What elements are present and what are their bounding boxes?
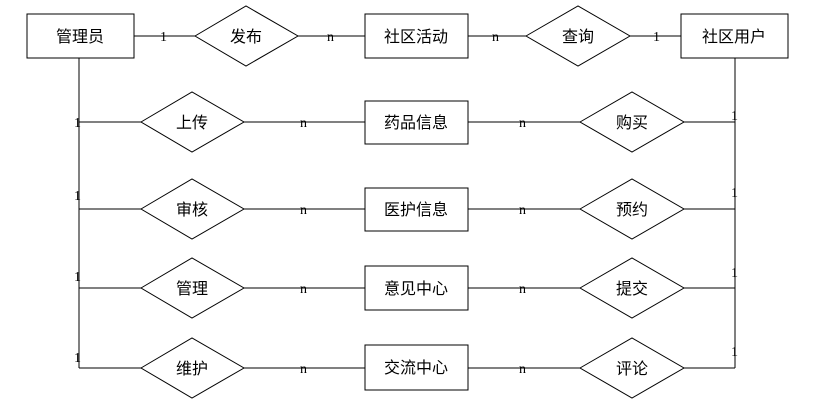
relationship-review-label: 审核 [176, 200, 208, 219]
cardinality-medical-reserve: n [519, 203, 526, 218]
entity-community-user: 社区用户 [680, 13, 789, 59]
relationship-manage: 管理 [140, 257, 246, 319]
cardinality-user-submit: 1 [731, 266, 738, 281]
relationship-submit-label: 提交 [616, 279, 648, 298]
entity-medical-info: 医护信息 [364, 187, 469, 232]
cardinality-user-purchase: 1 [731, 109, 738, 124]
relationship-upload: 上传 [140, 91, 246, 153]
entity-exchange-center: 交流中心 [364, 344, 469, 391]
cardinality-user-reserve: 1 [731, 186, 738, 201]
relationship-publish: 发布 [194, 5, 300, 67]
relationship-purchase-label: 购买 [616, 113, 648, 132]
relationship-upload-label: 上传 [176, 113, 208, 132]
relationship-comment: 评论 [578, 337, 686, 399]
entity-community-activity: 社区活动 [364, 13, 469, 59]
cardinality-admin-manage: 1 [74, 270, 81, 285]
relationship-query: 查询 [524, 5, 632, 67]
entity-medical-info-label: 医护信息 [384, 200, 448, 219]
connector-lines [78, 35, 736, 369]
cardinality-query-user: 1 [653, 30, 660, 45]
cardinality-user-comment: 1 [731, 345, 738, 360]
cardinality-exchange-comment: n [519, 362, 526, 377]
cardinality-publish-activity: n [327, 30, 334, 45]
relationship-maintain: 维护 [140, 337, 246, 399]
entity-community-activity-label: 社区活动 [384, 27, 448, 46]
relationship-reserve: 预约 [578, 178, 686, 240]
cardinality-admin-publish: 1 [160, 30, 167, 45]
cardinality-admin-maintain: 1 [74, 351, 81, 366]
cardinality-labels: 1 n n 1 1 n n 1 1 n n 1 1 n n 1 1 n n 1 [74, 30, 738, 377]
cardinality-activity-query: n [492, 30, 499, 45]
cardinality-admin-review: 1 [74, 189, 81, 204]
entity-community-user-label: 社区用户 [702, 27, 766, 46]
entity-medicine-info-label: 药品信息 [384, 113, 448, 132]
relationship-reserve-label: 预约 [616, 200, 648, 219]
cardinality-maintain-exchange: n [300, 362, 307, 377]
entity-exchange-center-label: 交流中心 [384, 358, 448, 377]
entity-feedback-center: 意见中心 [364, 265, 469, 311]
entity-admin: 管理员 [26, 13, 135, 59]
relationship-comment-label: 评论 [616, 359, 648, 378]
entity-medicine-info: 药品信息 [364, 100, 469, 145]
cardinality-medicine-purchase: n [519, 116, 526, 131]
entity-feedback-center-label: 意见中心 [384, 279, 448, 298]
cardinality-manage-feedback: n [300, 282, 307, 297]
relationship-submit: 提交 [578, 257, 686, 319]
entity-admin-label: 管理员 [56, 27, 104, 46]
relationship-publish-label: 发布 [230, 27, 262, 46]
relationship-review: 审核 [140, 178, 246, 240]
relationship-manage-label: 管理 [176, 279, 208, 298]
cardinality-review-medical: n [300, 203, 307, 218]
cardinality-upload-medicine: n [300, 116, 307, 131]
relationship-purchase: 购买 [578, 91, 686, 153]
relationship-query-label: 查询 [562, 27, 594, 46]
relationship-maintain-label: 维护 [176, 359, 208, 378]
cardinality-admin-upload: 1 [74, 116, 81, 131]
cardinality-feedback-submit: n [519, 282, 526, 297]
